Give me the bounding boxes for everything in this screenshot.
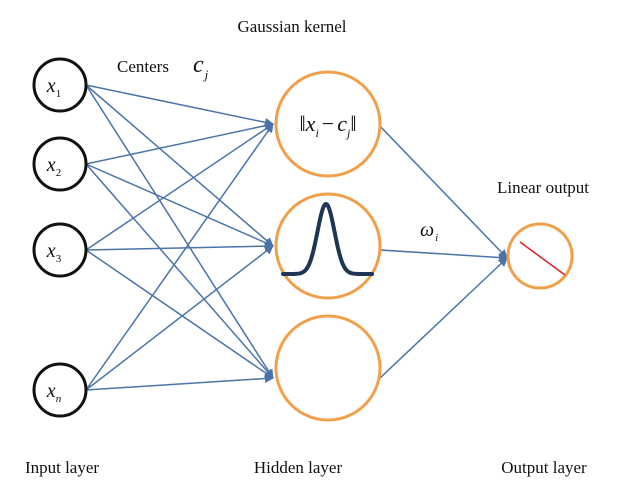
weight-label: ωi <box>420 219 438 244</box>
input-node-1-symbol: x <box>46 75 56 97</box>
centers-subscript-j: j <box>203 67 209 82</box>
input-node-2-label: x2 <box>46 154 61 179</box>
connection-input-n-hidden-1 <box>85 123 274 391</box>
connection-input-3-hidden-2 <box>85 241 274 251</box>
norm-center-c: c <box>337 111 347 136</box>
connection-input-2-hidden-2 <box>85 163 274 247</box>
input-node-1-label: x1 <box>46 75 61 100</box>
connection-hidden-1-output <box>377 123 508 259</box>
connection-input-1-hidden-3 <box>85 84 274 379</box>
input-node-1-subscript: 1 <box>56 88 62 100</box>
input-node-n-symbol: x <box>46 380 56 402</box>
norm-center-sub-j: j <box>345 126 351 140</box>
input-node-1-circle <box>32 57 88 113</box>
norm-minus: − <box>322 111 334 136</box>
weight-symbol: ω <box>420 219 434 241</box>
connection-input-n-hidden-3 <box>85 374 274 391</box>
norm-open-bar: ‖ <box>299 111 305 136</box>
connection-hidden-3-output <box>379 257 508 379</box>
input-node-3-label: x3 <box>46 240 62 265</box>
input-layer-label: Input layer <box>25 458 99 477</box>
connection-input-2-hidden-3 <box>85 163 274 379</box>
centers-symbol-c: c <box>193 52 204 78</box>
input-node-n-subscript: n <box>56 393 62 405</box>
input-node-3-subscript: 3 <box>56 253 62 265</box>
diagram-title: Gaussian kernel <box>237 17 346 36</box>
hidden-to-output-connections <box>377 123 508 379</box>
connection-input-n-hidden-2 <box>85 245 274 391</box>
input-node-n-label: xn <box>46 380 62 405</box>
input-node-2: x2 <box>32 136 88 192</box>
input-node-2-circle <box>32 136 88 192</box>
connection-input-3-hidden-1 <box>85 123 274 251</box>
input-node-1: x1 <box>32 57 88 113</box>
output-layer-label: Output layer <box>501 458 587 477</box>
hidden-node-3 <box>274 314 382 422</box>
connection-input-2-hidden-1 <box>85 121 274 165</box>
input-to-hidden-connections <box>85 84 274 391</box>
norm-expression: ‖xi−cj‖ <box>299 111 356 140</box>
input-node-2-subscript: 2 <box>56 167 62 179</box>
connection-hidden-2-output <box>379 249 508 262</box>
connection-input-3-hidden-3 <box>85 249 274 379</box>
connection-input-1-hidden-1 <box>85 84 274 127</box>
norm-var-x: x <box>305 111 316 136</box>
input-node-n-circle <box>32 362 88 418</box>
input-node-3: x3 <box>32 222 88 278</box>
linear-output-line <box>519 241 566 276</box>
connection-input-1-hidden-2 <box>85 84 274 247</box>
input-node-3-symbol: x <box>46 240 56 262</box>
hidden-node-1 <box>274 70 382 178</box>
norm-var-sub-i: i <box>315 126 318 140</box>
norm-close-bar: ‖ <box>350 111 356 136</box>
gaussian-curve <box>281 201 374 276</box>
input-node-3-circle <box>32 222 88 278</box>
input-node-n: xn <box>32 362 88 418</box>
input-node-2-symbol: x <box>46 154 56 176</box>
weight-subscript: i <box>435 232 438 244</box>
centers-label: Centers <box>117 57 169 76</box>
linear-output-label: Linear output <box>497 178 589 197</box>
centers-symbol: cj <box>193 52 209 82</box>
hidden-layer-label: Hidden layer <box>254 458 343 477</box>
